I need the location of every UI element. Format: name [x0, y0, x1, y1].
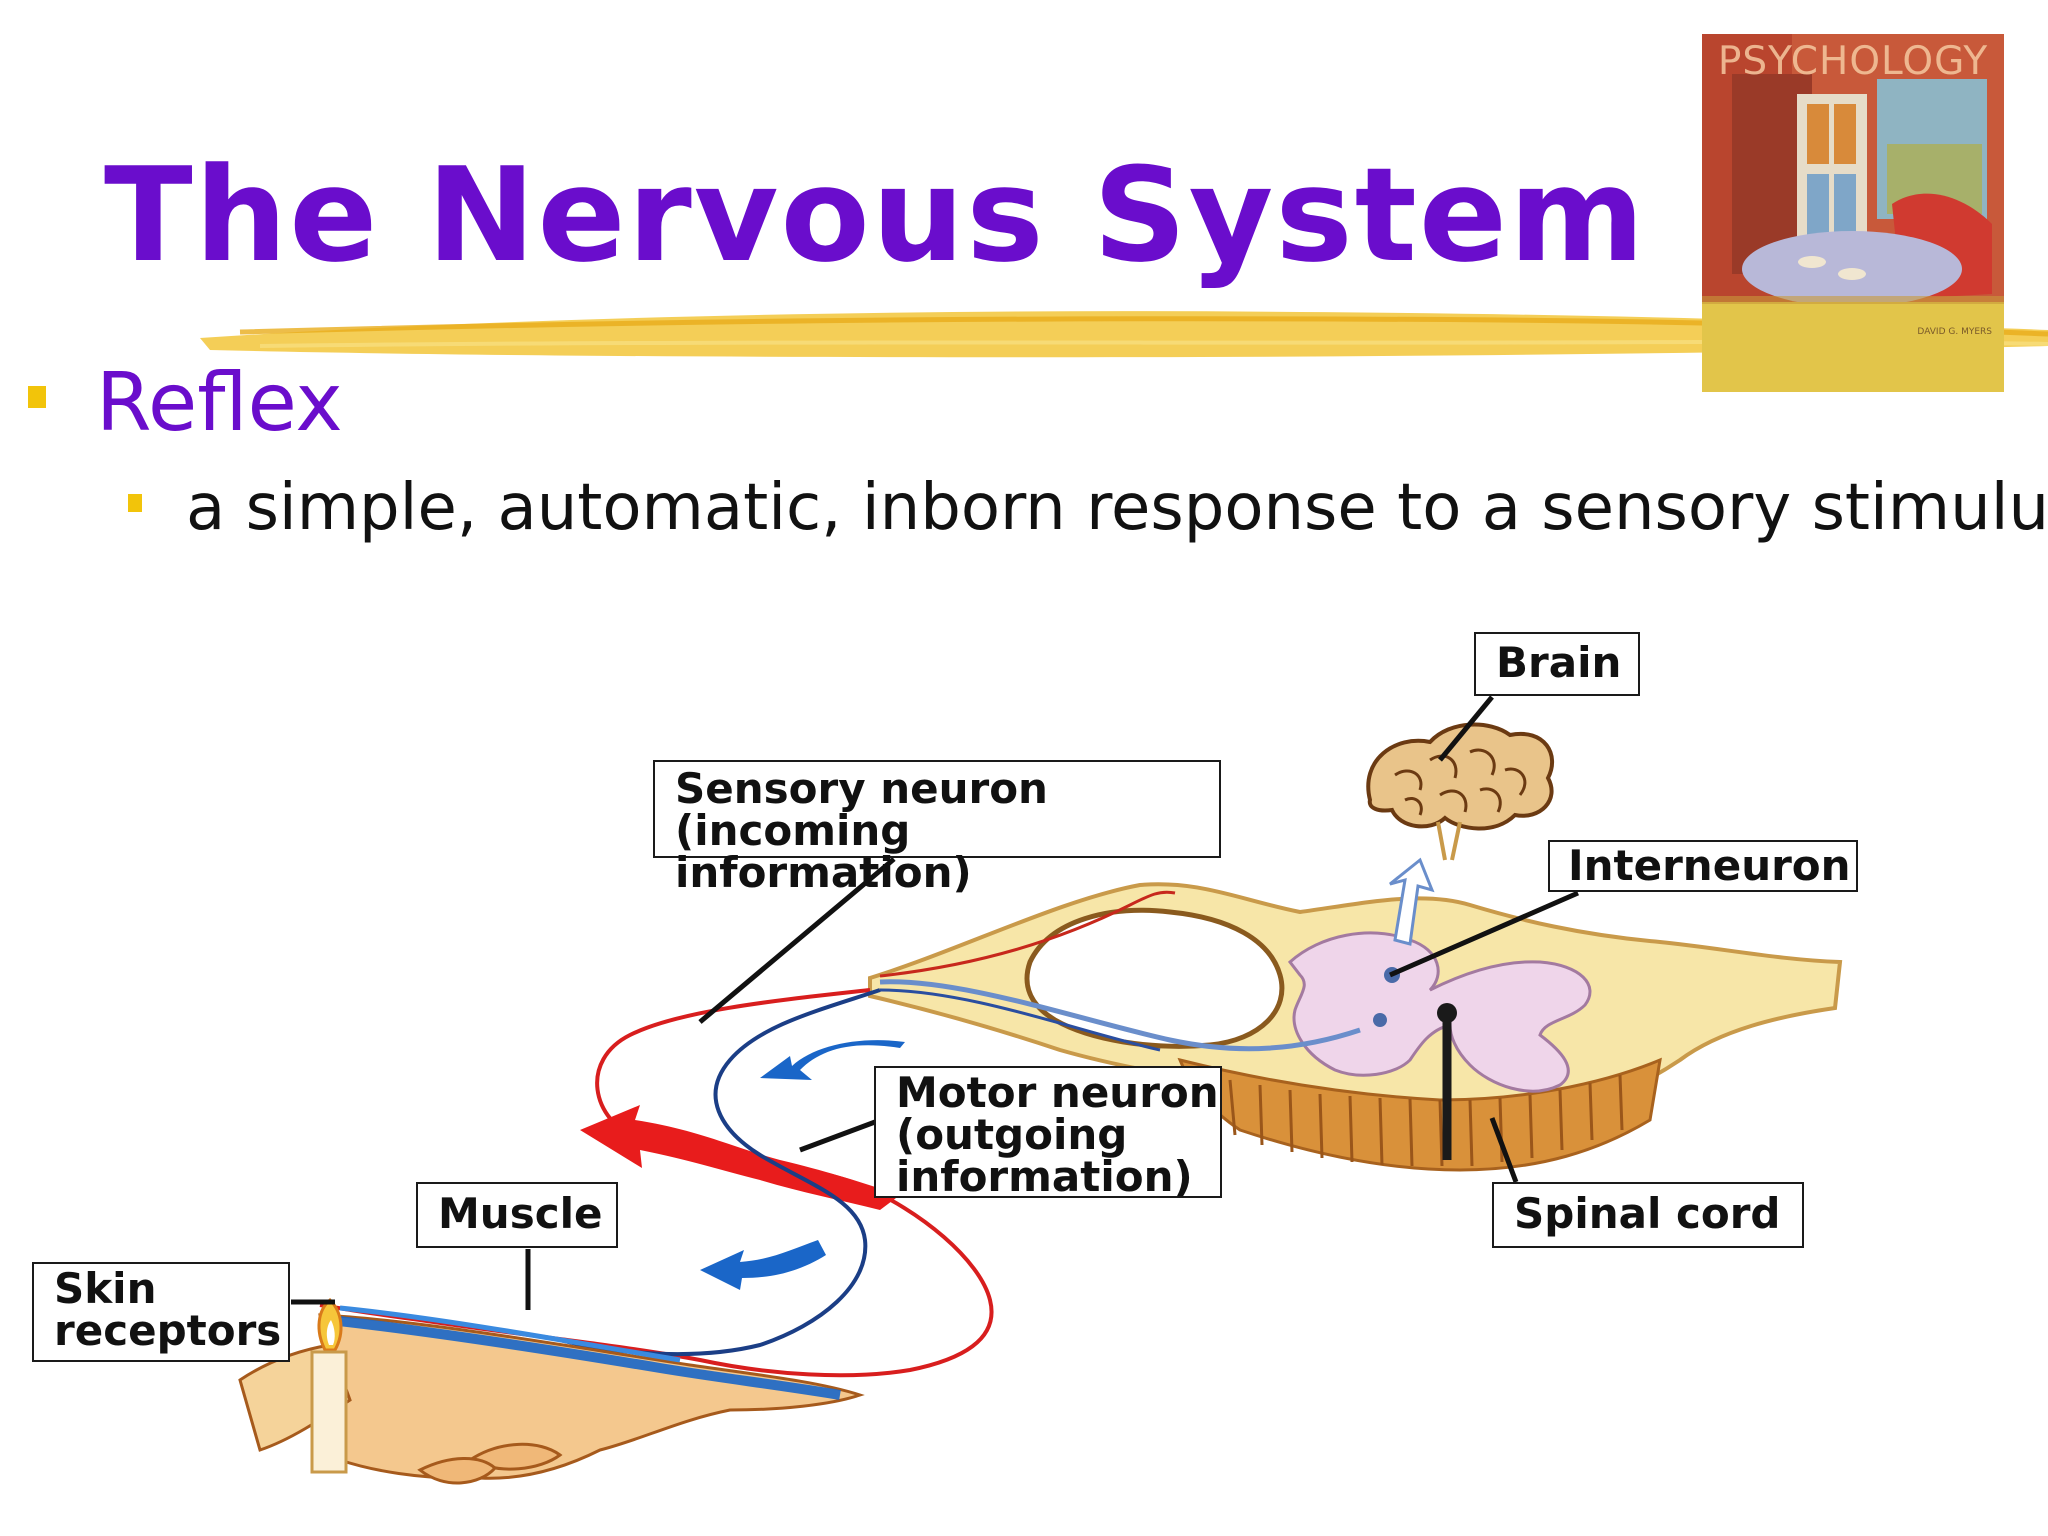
motor-neuron-path [559, 988, 905, 1357]
bullet-marker [28, 386, 46, 408]
reflex-definition: a simple, automatic, inborn response to … [186, 471, 2048, 545]
label-muscle: Muscle [416, 1182, 618, 1248]
arm-and-hand-drawing [238, 1305, 865, 1485]
reflex-arc-illustration [238, 695, 1843, 1485]
label-spinal-cord: Spinal cord [1492, 1182, 1804, 1248]
book-cover-image: PSYCHOLOGY DAVID G. MYERS [1702, 34, 2004, 392]
candle-drawing [310, 1297, 348, 1474]
label-brain: Brain [1474, 632, 1640, 696]
spinal-cord-cross-section [868, 857, 1843, 1172]
brain-drawing [1366, 722, 1555, 861]
book-cover-title: PSYCHOLOGY [1717, 39, 1989, 84]
slide-title: The Nervous System [104, 139, 1647, 291]
book-cover-author: DAVID G. MYERS [1917, 327, 1992, 337]
label-motor-neuron: Motor neuron (outgoing information) [874, 1066, 1222, 1198]
label-leader-lines [291, 695, 1579, 1310]
bullet-reflex: Reflex [96, 356, 343, 449]
label-interneuron: Interneuron [1548, 840, 1858, 892]
label-skin-receptors: Skin receptors [32, 1262, 290, 1362]
label-sensory-neuron: Sensory neuron (incoming information) [653, 760, 1221, 894]
sub-bullet-marker [128, 494, 142, 512]
